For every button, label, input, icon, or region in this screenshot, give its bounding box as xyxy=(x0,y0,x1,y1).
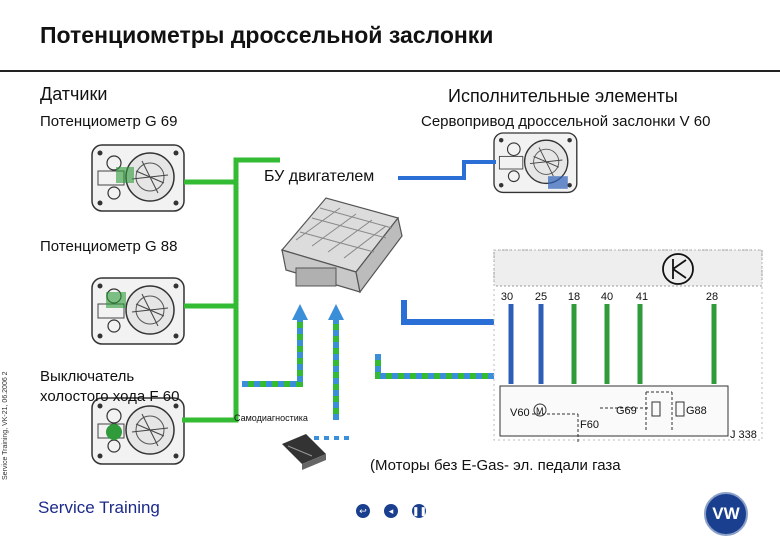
pin-label: 40 xyxy=(601,291,613,303)
title-divider xyxy=(0,70,780,72)
diagnostics-label: Самодиагностика xyxy=(234,413,308,423)
circuit-motor-m: M xyxy=(536,406,544,416)
note-label: (Моторы без E-Gas- эл. педали газа xyxy=(370,457,621,474)
circuit-j338: J 338 xyxy=(730,429,757,441)
circuit-g69: G69 xyxy=(616,405,637,417)
nav-back-icon[interactable]: ↩ xyxy=(356,504,370,518)
page-title: Потенциометры дроссельной заслонки xyxy=(40,22,494,48)
circuit-f60: F60 xyxy=(580,419,599,431)
ecu-label: БУ двигателем xyxy=(264,168,375,185)
diagnostic-connector-icon xyxy=(282,434,326,470)
f60-label-line2: холостого хода F 60 xyxy=(40,388,180,405)
sensors-header: Датчики xyxy=(40,84,108,104)
circuit-wires xyxy=(508,304,717,384)
nav-prev-icon[interactable]: ◂ xyxy=(384,504,398,518)
pin-label: 28 xyxy=(706,291,718,303)
footer-brand: Service Training xyxy=(38,498,160,517)
side-note: Service Training, VK-21, 06.2006 2 xyxy=(2,371,9,480)
arrow-head-f60 xyxy=(328,304,344,320)
g69-throttle-body-icon xyxy=(91,144,185,212)
actuators-header: Исполнительные элементы xyxy=(448,86,678,106)
v60-throttle-body-icon xyxy=(493,132,578,194)
pin-label: 41 xyxy=(636,291,648,303)
circuit-g88: G88 xyxy=(686,405,707,417)
vw-logo-icon: VW xyxy=(704,492,748,536)
nav-pause-icon[interactable]: ❚❚ xyxy=(412,504,428,518)
pin-labels: 30 25 18 40 41 28 xyxy=(501,291,718,303)
f60-throttle-body-icon xyxy=(91,397,185,465)
pin-label: 18 xyxy=(568,291,580,303)
pin-label: 25 xyxy=(535,291,547,303)
transistor-symbol-icon xyxy=(662,253,694,285)
dashed-signal-arrows xyxy=(242,300,494,440)
ecu-module-icon xyxy=(280,197,403,294)
g69-label: Потенциометр G 69 xyxy=(40,113,178,130)
g88-label: Потенциометр G 88 xyxy=(40,238,178,255)
arrow-head-g88 xyxy=(292,304,308,320)
blue-actuator-line xyxy=(398,160,496,180)
pin-label: 30 xyxy=(501,291,513,303)
f60-label-line1: Выключатель xyxy=(40,368,135,385)
circuit-panel xyxy=(493,249,763,442)
v60-actuator-label: Сервопривод дроссельной заслонки V 60 xyxy=(421,113,711,130)
green-signal-lines xyxy=(182,157,280,423)
circuit-v60: V60 xyxy=(510,407,530,419)
g88-throttle-body-icon xyxy=(91,277,185,345)
